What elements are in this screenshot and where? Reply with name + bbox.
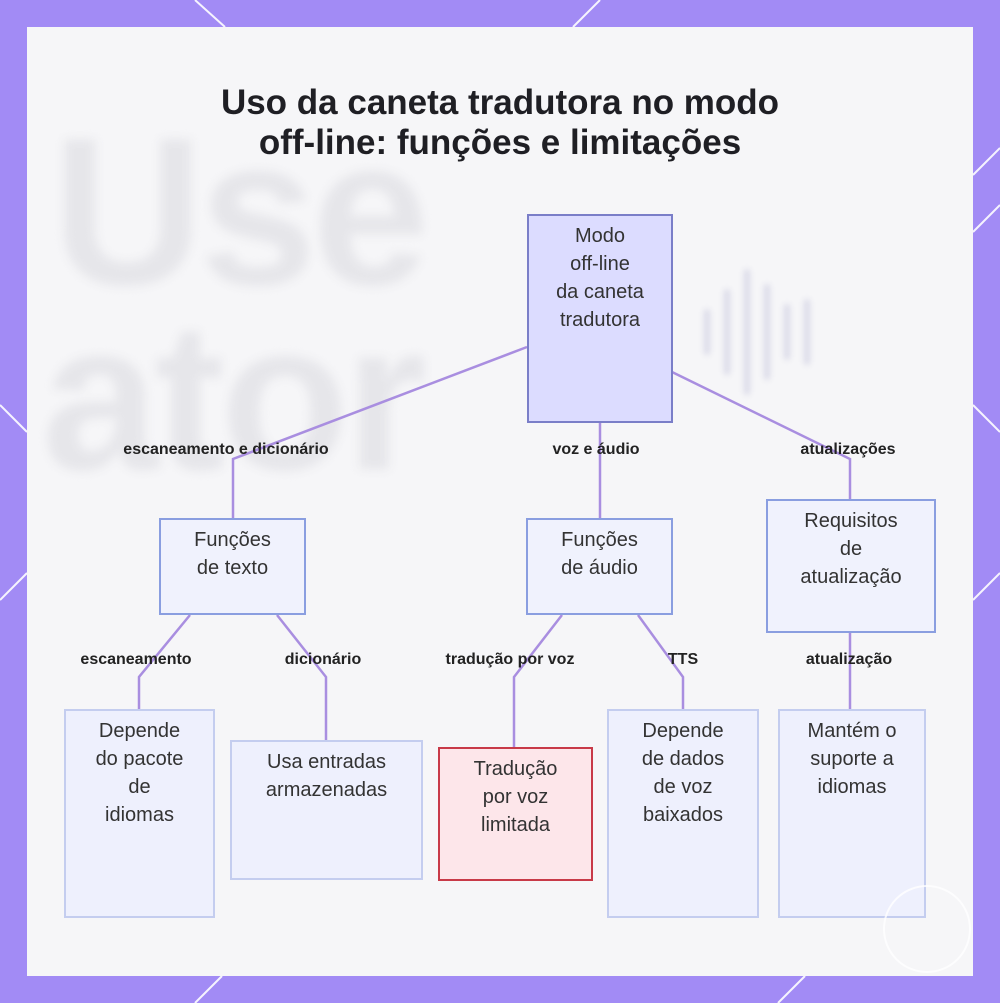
title-line-1: Uso da caneta tradutora no modo [220,83,780,122]
node-stored-entries: Usa entradas armazenadas [230,740,423,880]
node-voice-data: Depende de dados de voz baixados [607,709,759,918]
sound-wave-icon [704,269,810,395]
node-label: Funções de áudio [561,529,638,579]
node-label: Requisitos de atualização [800,510,902,588]
node-label: Modo off-line da caneta tradutora [556,225,644,331]
node-update-requirements: Requisitos de atualização [766,499,936,633]
edge-audio-voice [512,614,563,747]
edge-root-text [231,345,528,518]
node-label: Mantém o suporte a idiomas [807,720,897,798]
node-label: Usa entradas armazenadas [265,751,388,801]
edge-root-updates [671,370,852,499]
title-line-2: off-line: funções e limitações [258,123,742,162]
background-word: Use [52,94,429,329]
edge-text-dict [276,614,328,740]
diagram-card: Use ator Uso da caneta tradutora no modo… [27,27,973,976]
edge-label-scan-dictionary: escaneamento e dicionário [123,441,329,458]
background-word: ator [42,279,427,514]
edge-text-scan [137,614,191,709]
edge-label-voice-audio: voz e áudio [552,441,640,458]
node-text-functions: Funções de texto [159,518,306,615]
connector-lines [137,345,852,747]
node-limited-voice-translation: Tradução por voz limitada [438,747,593,881]
edge-label-updates: atualizações [800,441,896,458]
node-label: Tradução por voz limitada [473,758,558,836]
node-label: Depende do pacote de idiomas [95,720,184,826]
watermark-badge-icon [883,885,971,973]
node-label: Depende de dados de voz baixados [641,720,725,826]
node-language-support: Mantém o suporte a idiomas [778,709,926,918]
node-label: Funções de texto [194,529,271,579]
edge-audio-tts [636,614,685,709]
edge-label-voice-translation: tradução por voz [445,651,575,668]
node-audio-functions: Funções de áudio [526,518,673,615]
edge-label-update: atualização [805,651,893,668]
node-offline-mode: Modo off-line da caneta tradutora [527,214,673,423]
edge-label-dictionary: dicionário [284,651,362,668]
edge-label-tts: TTS [667,651,699,668]
node-language-pack: Depende do pacote de idiomas [64,709,215,918]
edge-label-scanning: escaneamento [80,651,192,668]
diagram-title: Uso da caneta tradutora no modo off-line… [27,83,973,163]
